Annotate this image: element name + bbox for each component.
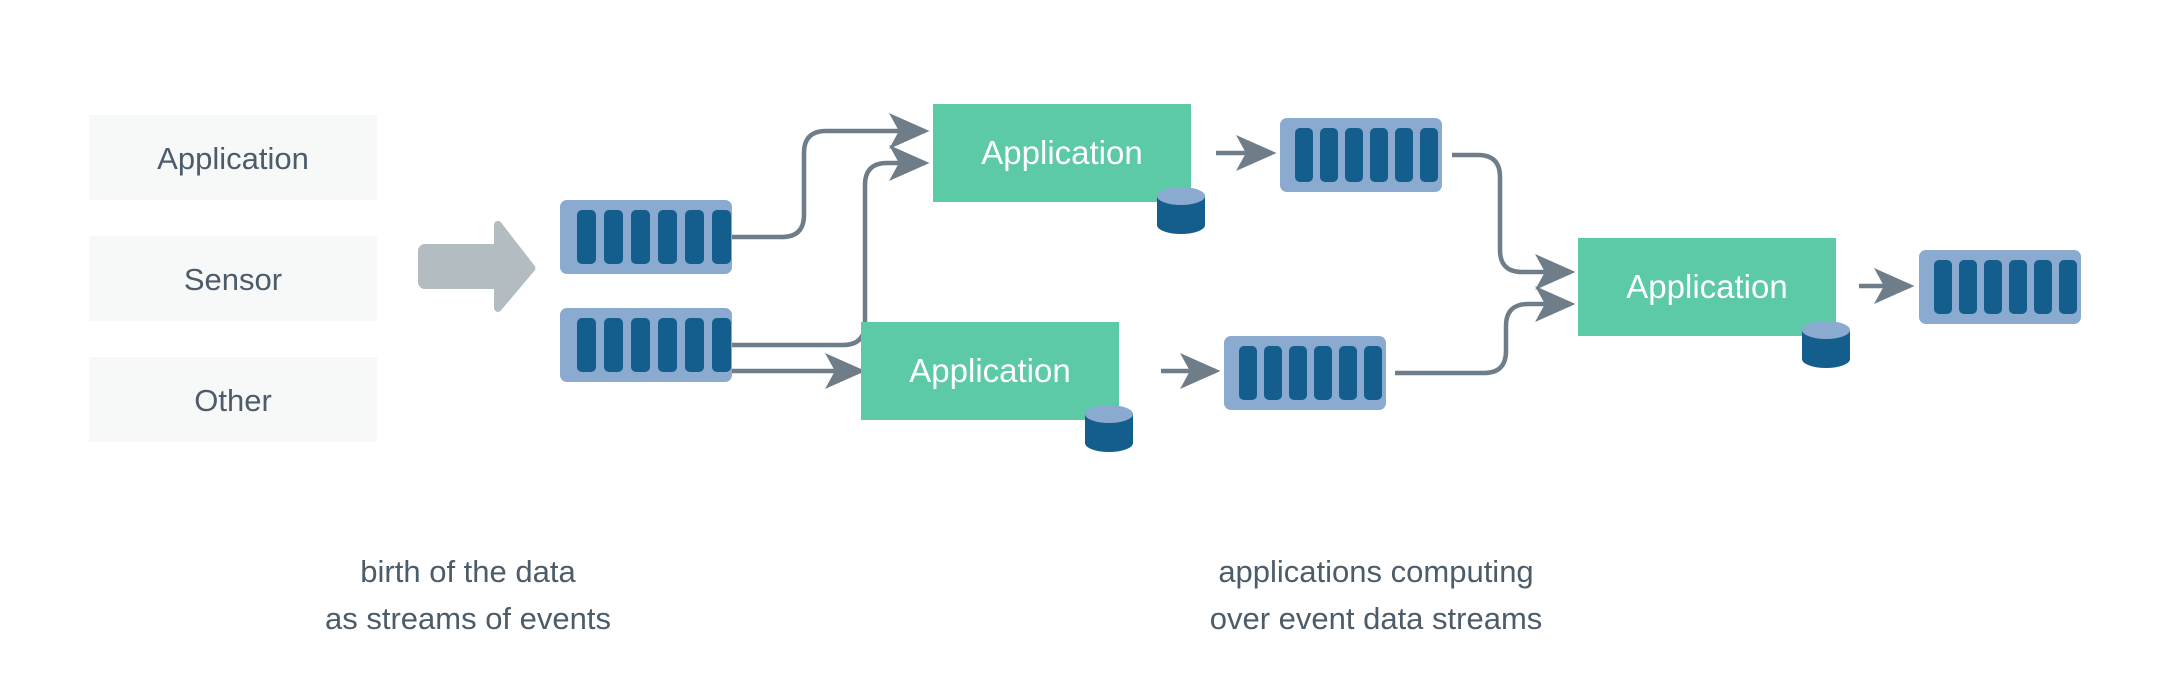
stream-bars — [577, 210, 731, 264]
stream-source-top[interactable] — [560, 200, 732, 274]
source-box-background — [89, 115, 377, 200]
caption-right-line-1: applications computing — [1218, 554, 1533, 589]
stream-app2-output[interactable] — [1224, 336, 1386, 410]
stream-bars — [1295, 128, 1438, 182]
application-2[interactable]: Application — [861, 322, 1133, 452]
source-label-application: Application — [157, 141, 309, 176]
application-1[interactable]: Application — [933, 104, 1205, 234]
application-3[interactable]: Application — [1578, 238, 1850, 368]
caption-left-line-2: as streams of events — [325, 601, 611, 636]
application-label: Application — [981, 134, 1142, 171]
ingest-arrow-shape — [418, 220, 536, 312]
source-label-sensor: Sensor — [184, 262, 282, 297]
database-icon — [1085, 405, 1133, 452]
connector-stream-bottom-to-app1 — [729, 145, 930, 348]
stream-app1-output[interactable] — [1280, 118, 1442, 192]
caption-right: applications computing over event data s… — [1210, 554, 1543, 636]
stream-bars — [1934, 260, 2077, 314]
stream-app3-output[interactable] — [1919, 250, 2081, 324]
connector-stream-app1-to-app3 — [1452, 152, 1576, 290]
database-icon — [1157, 187, 1205, 234]
caption-left: birth of the data as streams of events — [325, 554, 611, 636]
connector-stream-top-to-app1 — [729, 113, 930, 240]
source-item-application[interactable]: Application — [89, 115, 377, 200]
application-label: Application — [1626, 268, 1787, 305]
source-item-other[interactable]: Other — [89, 357, 377, 442]
application-box — [1578, 238, 1836, 336]
ingest-arrow — [418, 220, 536, 312]
application-box — [861, 322, 1119, 420]
source-list: Application Sensor Other — [89, 115, 377, 442]
source-box-background — [89, 236, 377, 321]
application-label: Application — [909, 352, 1070, 389]
database-icon — [1802, 321, 1850, 368]
connector-stream-app2-to-app3 — [1395, 286, 1576, 376]
stream-bars — [1239, 346, 1382, 400]
application-box — [933, 104, 1191, 202]
stream-bars — [577, 318, 731, 372]
source-label-other: Other — [194, 383, 272, 418]
source-box-background — [89, 357, 377, 442]
stream-source-bottom[interactable] — [560, 308, 732, 382]
connector-lines — [729, 113, 1915, 389]
caption-right-line-2: over event data streams — [1210, 601, 1543, 636]
caption-left-line-1: birth of the data — [360, 554, 576, 589]
source-item-sensor[interactable]: Sensor — [89, 236, 377, 321]
